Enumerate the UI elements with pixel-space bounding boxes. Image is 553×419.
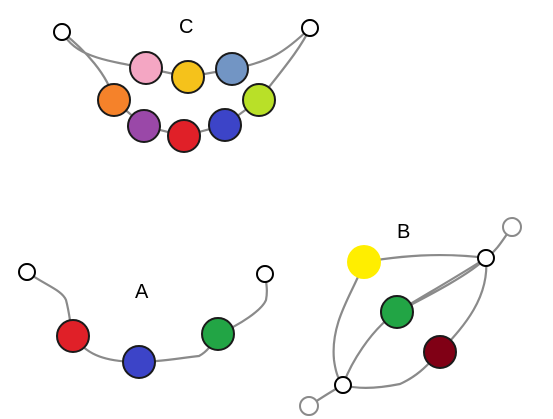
diagram-c-bead-orange bbox=[97, 83, 131, 117]
diagram-b-anchor-top-right bbox=[502, 217, 522, 237]
diagram-b-joint-right bbox=[477, 249, 495, 267]
diagram-c-label: C bbox=[179, 16, 193, 38]
diagram-b-anchor-bottom-left bbox=[299, 396, 319, 416]
diagram-b-joint-bottom bbox=[334, 376, 352, 394]
diagram-c-bead-blue bbox=[208, 108, 242, 142]
diagram-c-bead-steel-blue bbox=[215, 52, 249, 86]
diagram-b-bead-dark-red bbox=[423, 335, 457, 369]
diagram-c-anchor-left bbox=[53, 23, 71, 41]
diagram-c-bead-purple bbox=[127, 109, 161, 143]
diagram-a-bead-red bbox=[56, 319, 90, 353]
diagram-b-wire-left bbox=[332, 260, 366, 387]
diagram-b-bead-green bbox=[380, 295, 414, 329]
diagram-a-bead-blue bbox=[122, 345, 156, 379]
diagram-c-bead-lime bbox=[242, 83, 276, 117]
diagram-c: C bbox=[53, 16, 319, 153]
diagram-a-anchor-left bbox=[18, 263, 36, 281]
diagram-c-bead-yellow bbox=[171, 60, 205, 94]
diagram-b-bead-yellow bbox=[347, 245, 381, 279]
diagram-c-anchor-right bbox=[301, 19, 319, 37]
diagram-b: B bbox=[299, 217, 522, 416]
diagram-a: A bbox=[18, 263, 274, 379]
diagram-a-bead-green bbox=[201, 317, 235, 351]
diagram-a-label: A bbox=[135, 281, 149, 303]
diagram-c-bead-pink bbox=[129, 51, 163, 85]
diagram-a-wire bbox=[25, 270, 268, 364]
diagram-b-label: B bbox=[397, 221, 410, 243]
diagram-a-anchor-right bbox=[256, 265, 274, 283]
diagram-c-bead-red bbox=[167, 119, 201, 153]
diagram-b-wire-top bbox=[362, 253, 488, 264]
